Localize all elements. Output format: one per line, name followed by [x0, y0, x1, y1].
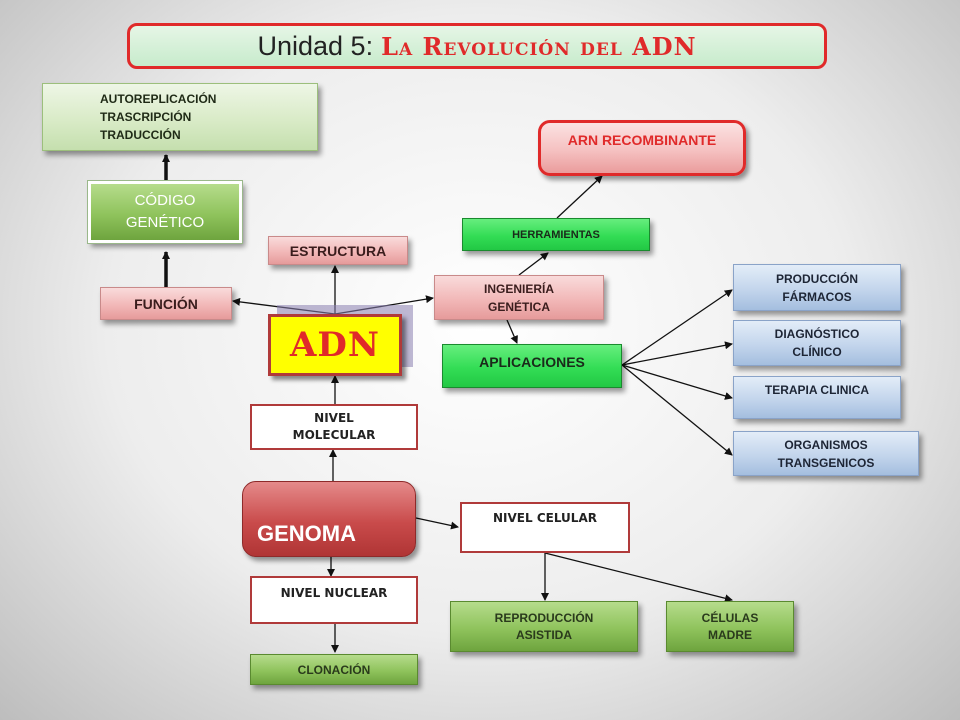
arrow-aplicaciones-terapia [621, 364, 733, 400]
adn-label: ADN [290, 325, 380, 365]
genoma-label: GENOMA [257, 521, 356, 546]
arn-label: ARN RECOMBINANTE [567, 132, 717, 148]
node-arn-recombinante: ARN RECOMBINANTE [538, 120, 746, 176]
page-title: Unidad 5: La Revolución del ADN [127, 23, 827, 69]
madre-line: MADRE [708, 627, 752, 642]
clinico-line: CLÍNICO [792, 345, 842, 359]
title-main: La Revolución del ADN [381, 31, 697, 61]
arrow-celular-madre [544, 552, 733, 603]
traduccion-line: TRADUCCIÓN [100, 128, 181, 142]
node-ingenieria-genetica: INGENIERÍA GENÉTICA [434, 275, 604, 320]
node-adn: ADN [268, 314, 402, 376]
arrow-aplicaciones-diagnostico [621, 341, 733, 366]
estructura-label: ESTRUCTURA [289, 242, 387, 259]
node-funcion: FUNCIÓN [100, 287, 232, 320]
node-genoma: GENOMA [242, 481, 416, 557]
arrow-aplicaciones-organismos [621, 364, 733, 456]
farmacos-line: FÁRMACOS [782, 289, 852, 304]
diagnostico-line: DIAGNÓSTICO [774, 327, 860, 341]
node-nivel-molecular: NIVEL MOLECULAR [250, 404, 418, 450]
node-produccion-farmacos: PRODUCCIÓN FÁRMACOS [733, 264, 901, 311]
codigo-line: CÓDIGO [134, 192, 196, 209]
produccion-line: PRODUCCIÓN [775, 271, 858, 286]
node-aplicaciones: APLICACIONES [442, 344, 622, 388]
arrow-ingenieria-herramientas [518, 252, 549, 276]
nivel-line: NIVEL [314, 411, 354, 425]
clonacion-label: CLONACIÓN [297, 662, 371, 677]
trascripcion-line: TRASCRIPCIÓN [100, 110, 192, 124]
terapia-label: TERAPIA CLINICA [764, 383, 870, 397]
celulas-line: CÉLULAS [701, 610, 759, 625]
ingenieria-line: INGENIERÍA [483, 281, 554, 296]
arrow-ingenieria-aplicaciones [506, 319, 518, 344]
herramientas-label: HERRAMIENTAS [512, 228, 600, 241]
node-terapia-clinica: TERAPIA CLINICA [733, 376, 901, 419]
node-reproduccion-asistida: REPRODUCCIÓN ASISTIDA [450, 601, 638, 652]
reproduccion-line: REPRODUCCIÓN [494, 610, 594, 625]
molecular-line: MOLECULAR [292, 428, 376, 442]
node-clonacion: CLONACIÓN [250, 654, 418, 685]
genetica-line: GENÉTICA [487, 299, 550, 314]
title-lead: Unidad 5: [257, 30, 374, 61]
node-nivel-nuclear: NIVEL NUCLEAR [250, 576, 418, 624]
arrow-genoma-celular [415, 517, 459, 530]
transgenicos-line: TRANSGENICOS [777, 455, 875, 470]
node-nivel-celular: NIVEL CELULAR [460, 502, 630, 553]
node-autoreplicacion: AUTOREPLICACIÓN TRASCRIPCIÓN TRADUCCIÓN [42, 83, 318, 151]
nivel-nuclear-label: NIVEL NUCLEAR [280, 586, 388, 600]
arrow-herramientas-arn [556, 175, 603, 219]
arrow-aplicaciones-farmacos [621, 289, 733, 366]
aplicaciones-label: APLICACIONES [479, 354, 585, 370]
organismos-line: ORGANISMOS [784, 437, 868, 452]
asistida-line: ASISTIDA [515, 627, 572, 642]
node-codigo-genetico: CÓDIGO GENÉTICO [87, 180, 243, 244]
node-diagnostico-clinico: DIAGNÓSTICO CLÍNICO [733, 320, 901, 366]
node-celulas-madre: CÉLULAS MADRE [666, 601, 794, 652]
node-herramientas: HERRAMIENTAS [462, 218, 650, 251]
autoreplicacion-line: AUTOREPLICACIÓN [100, 92, 217, 106]
genetico-line: GENÉTICO [125, 214, 205, 231]
node-estructura: ESTRUCTURA [268, 236, 408, 265]
funcion-label: FUNCIÓN [134, 295, 198, 312]
nivel-celular-label: NIVEL CELULAR [493, 511, 597, 525]
node-organismos-transgenicos: ORGANISMOS TRANSGENICOS [733, 431, 919, 476]
